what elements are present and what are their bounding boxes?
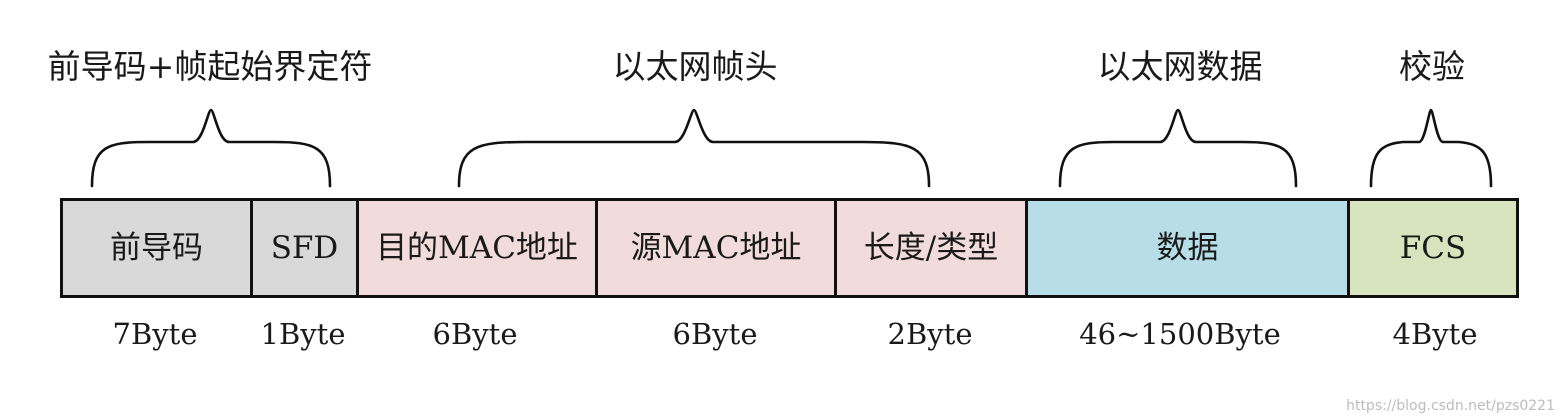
size-length-type: 2Byte [887, 317, 973, 351]
group-title-frame-data: 以太网数据 [1097, 47, 1263, 86]
brace-frame-data [1058, 108, 1298, 188]
field-sfd: SFD [253, 201, 359, 295]
size-data: 46~1500Byte [1079, 317, 1281, 351]
field-destination-mac: 目的MAC地址 [359, 201, 598, 295]
brace-checksum [1369, 108, 1493, 188]
size-preamble: 7Byte [112, 317, 198, 351]
group-title-frame-header: 以太网帧头 [612, 47, 778, 86]
brace-preamble-sfd [90, 108, 332, 188]
group-title-checksum: 校验 [1399, 47, 1465, 86]
field-data: 数据 [1028, 201, 1350, 295]
watermark: https://blog.csdn.net/pzs0221 [1346, 398, 1555, 414]
size-destination-mac: 6Byte [432, 317, 518, 351]
brace-frame-header [457, 108, 931, 188]
size-source-mac: 6Byte [672, 317, 758, 351]
frame-field-bar: 前导码 SFD 目的MAC地址 源MAC地址 长度/类型 数据 FCS [60, 198, 1519, 298]
size-sfd: 1Byte [260, 317, 346, 351]
field-preamble: 前导码 [63, 201, 253, 295]
group-title-preamble-sfd: 前导码+帧起始界定符 [47, 47, 373, 86]
field-fcs: FCS [1350, 201, 1516, 295]
size-fcs: 4Byte [1392, 317, 1478, 351]
field-length-type: 长度/类型 [837, 201, 1028, 295]
field-source-mac: 源MAC地址 [598, 201, 837, 295]
